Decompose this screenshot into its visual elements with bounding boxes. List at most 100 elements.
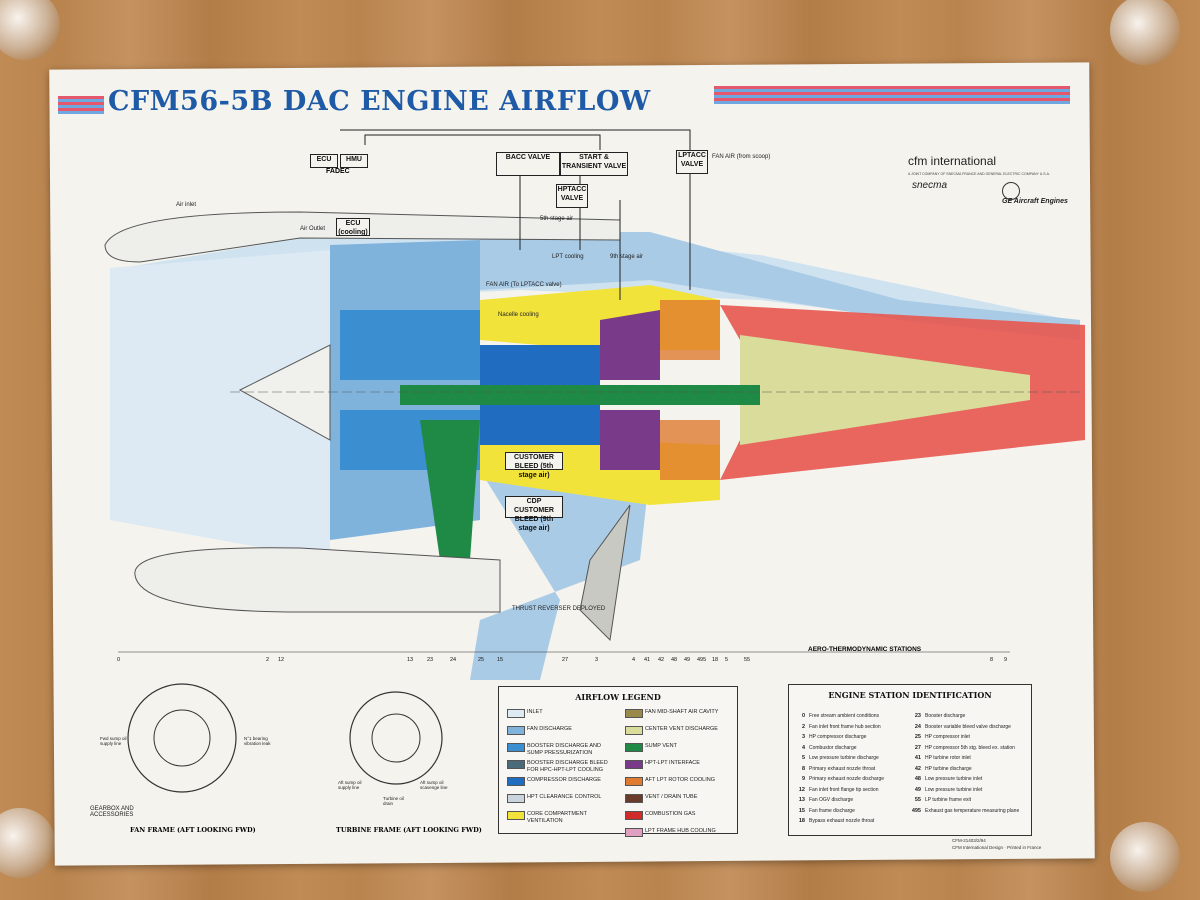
station-id: 12 <box>798 786 805 793</box>
station-description: Booster discharge <box>925 713 966 719</box>
aft-sump-scavenge-label: Aft sump oil scavenge line <box>420 780 448 790</box>
station-2: 2 <box>266 657 270 663</box>
control-line-top <box>340 129 691 150</box>
station-description: Low pressure turbine inlet <box>925 786 983 793</box>
main-shaft <box>400 385 760 405</box>
fan-air-lptacc-label: FAN AIR (To LPTACC valve) <box>486 282 562 288</box>
legend-label: COMPRESSOR DISCHARGE <box>527 777 601 783</box>
bypass-duct-lower <box>470 470 650 680</box>
station-23: 23 <box>427 657 434 663</box>
legend-swatch <box>625 743 643 752</box>
bacc-valve-box: BACC VALVE <box>496 152 560 176</box>
poster-title: CFM56-5B DAC ENGINE AIRFLOW <box>108 86 651 117</box>
hpt-upper <box>600 310 660 380</box>
station-id: 23 <box>914 713 921 719</box>
lpt-lower <box>660 420 720 480</box>
ninth-stage-label: 9th stage air <box>610 254 644 260</box>
legend-label: INLET <box>527 709 543 715</box>
lpt-cooling-label: LPT cooling <box>552 254 584 260</box>
fan-air-scoop-label: FAN AIR (from scoop) <box>712 154 771 160</box>
station-15: 15 <box>497 657 504 663</box>
ge-logo: GE Aircraft Engines <box>1002 198 1068 205</box>
legend-swatch <box>625 828 643 837</box>
legend-swatch <box>507 726 525 735</box>
station-8: 8 <box>990 657 994 663</box>
station-id: 4 <box>801 744 805 751</box>
legend-label: LPT FRAME HUB COOLING <box>645 828 716 834</box>
spinner <box>238 344 331 441</box>
thrust-reverser-door <box>579 504 631 642</box>
legend-label: BOOSTER DISCHARGE BLEED FOR HPC-HPT-LPT … <box>527 760 608 773</box>
snecma-logo: snecma <box>912 180 948 191</box>
turbine-frame-outer <box>349 691 443 785</box>
legend-swatch <box>507 794 525 803</box>
legend-label: SUMP VENT <box>645 743 677 749</box>
legend-swatch <box>625 760 643 769</box>
customer-bleed-box: CUSTOMER BLEED (5th stage air) <box>505 452 563 479</box>
turbine-oil-drain-label: Turbine oil drain <box>383 796 404 806</box>
hptacc-valve-box: HPTACC VALVE <box>556 184 588 208</box>
station-55: 55 <box>744 657 751 663</box>
legend-label: AFT LPT ROTOR COOLING <box>645 777 715 783</box>
center-vent-plug <box>740 335 1030 445</box>
station-id: 41 <box>914 755 921 761</box>
nacelle-lower <box>134 547 501 613</box>
station-5: 5 <box>725 657 729 663</box>
cdp-customer-bleed-box: CDP CUSTOMER BLEED (9th stage air) <box>505 496 563 532</box>
hmu-box: HMU <box>340 154 368 168</box>
title-stripe-right <box>714 86 1070 104</box>
station-9: 9 <box>1004 657 1008 663</box>
nacelle-cooling-label: Nacelle cooling <box>498 312 539 318</box>
station-description: HP compressor 5th stg. bleed ex. station <box>925 744 1015 751</box>
legend-swatch <box>625 709 643 718</box>
hp-compressor-upper <box>480 345 600 385</box>
fwd-sump-oil-label: Fwd sump oil supply line <box>100 736 127 746</box>
nacelle-upper <box>104 211 621 263</box>
start-transient-valve-box: START & TRANSIENT VALVE <box>560 152 628 176</box>
station-18: 18 <box>712 657 719 663</box>
lptacc-valve-box: LPTACC VALVE <box>676 150 708 174</box>
legend-label: HPT CLEARANCE CONTROL <box>527 794 602 800</box>
legend-swatch <box>507 777 525 786</box>
station-description: HP compressor inlet <box>925 734 970 740</box>
station-legend-title: ENGINE STATION IDENTIFICATION <box>828 690 992 700</box>
legend-label: BOOSTER DISCHARGE AND SUMP PRESSURIZATIO… <box>527 743 601 756</box>
station-id: 48 <box>914 776 921 782</box>
station-4: 4 <box>632 657 636 663</box>
station-description: Low pressure turbine discharge <box>809 755 879 761</box>
station-495: 495 <box>697 657 707 663</box>
bypass-duct-upper <box>480 232 1080 340</box>
gearbox-label: GEARBOX AND ACCESSORIES <box>90 806 134 818</box>
cfm-subtitle: A JOINT COMPANY OF SNECMA FRANCE AND GEN… <box>908 172 1050 176</box>
footer-credit: CFM International Design · Printed in Fr… <box>952 845 1042 850</box>
station-id: 42 <box>914 765 921 772</box>
inlet-flow <box>110 250 330 560</box>
station-id: 49 <box>914 786 921 793</box>
station-description: Fan inlet front flange tip section <box>809 786 879 793</box>
legend-label: CORE COMPARTMENT VENTILATION <box>527 811 587 824</box>
station-id: 13 <box>798 797 805 803</box>
legend-swatch <box>625 726 643 735</box>
station-id: 0 <box>801 713 805 719</box>
station-27: 27 <box>562 657 569 663</box>
thrust-reverser-label: THRUST REVERSER DEPLOYED <box>512 606 606 612</box>
ge-monogram-icon <box>1002 182 1020 200</box>
legend-swatch <box>625 777 643 786</box>
turbine-frame-inner <box>371 713 421 763</box>
glass-weight-bottom-left <box>0 808 55 878</box>
station-description: Exhaust gas temperature measuring plane <box>925 807 1020 814</box>
station-25: 25 <box>478 657 485 663</box>
fan-frame-inner <box>153 709 211 767</box>
station-id: 55 <box>914 797 921 803</box>
station-id: 24 <box>914 723 921 730</box>
ecu-cooling-box: ECU (cooling) <box>336 218 370 236</box>
cfm-logo: cfm international <box>908 154 997 168</box>
air-outlet-label: Air Outlet <box>300 226 326 232</box>
legend-label: VENT / DRAIN TUBE <box>645 794 698 800</box>
station-12: 12 <box>278 657 285 663</box>
glass-weight-top-right <box>1110 0 1180 65</box>
legend-label: COMBUSTION GAS <box>645 811 696 817</box>
legend-swatch <box>507 743 525 752</box>
